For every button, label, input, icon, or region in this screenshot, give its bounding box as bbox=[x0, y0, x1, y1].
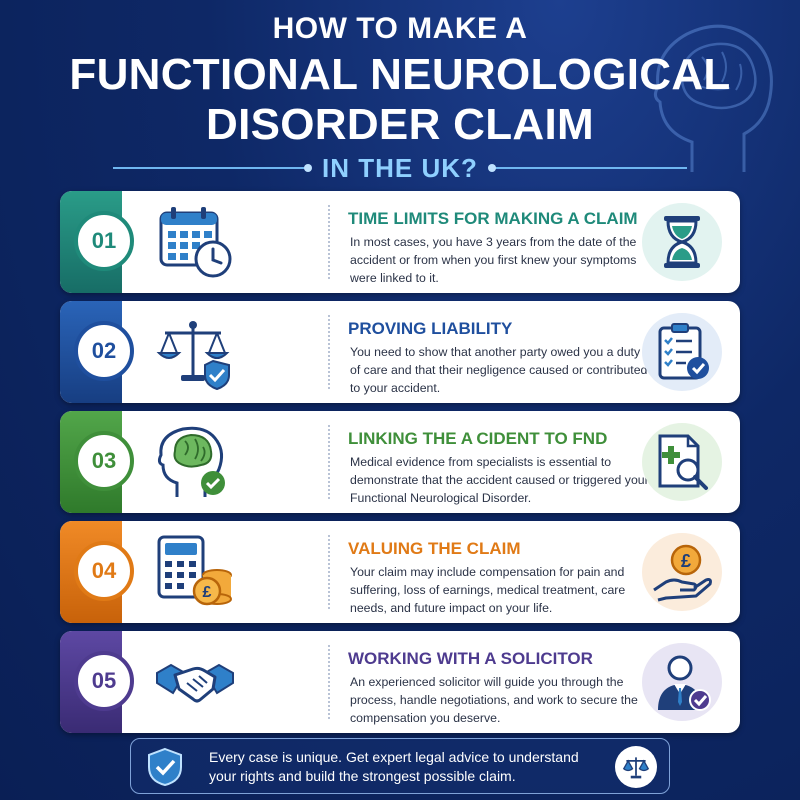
svg-text:£: £ bbox=[681, 551, 691, 571]
advice-text: Every case is unique. Get expert legal a… bbox=[209, 749, 579, 784]
step-number-badge: 05 bbox=[74, 651, 134, 711]
step-description: An experienced solicitor will guide you … bbox=[350, 675, 638, 725]
step-card-3: 03 LINKING THE A CIDENT TO FND Medical e… bbox=[60, 411, 740, 513]
card-divider bbox=[328, 425, 330, 499]
step-card-4: 04 £ VALUING THE CLAIM Your claim may in… bbox=[60, 521, 740, 623]
subtitle-row: IN THE UK? bbox=[0, 152, 800, 184]
step-title: VALUING THE CLAIM bbox=[348, 539, 521, 558]
subtitle-divider-left bbox=[113, 164, 313, 172]
calendar-clock-icon bbox=[159, 207, 232, 278]
subtitle: IN THE UK? bbox=[322, 152, 478, 183]
step-card-1: 01 TIME LIMITS FOR MAKING A CLAIM In mos… bbox=[60, 191, 740, 293]
step-icon-circle bbox=[642, 203, 722, 281]
step-icon-circle bbox=[642, 313, 722, 391]
head-brain-icon bbox=[653, 24, 773, 172]
step-title: WORKING WITH A SOLICITOR bbox=[348, 649, 593, 668]
calculator-coins-icon: £ bbox=[157, 535, 232, 606]
checklist-clipboard-icon bbox=[658, 323, 709, 380]
step-number-badge: 03 bbox=[74, 431, 134, 491]
step-description: Medical evidence from specialists is ess… bbox=[350, 455, 649, 505]
step-icon-circle bbox=[642, 643, 722, 721]
card-divider bbox=[328, 535, 330, 609]
handshake-icon bbox=[156, 663, 234, 703]
step-title: PROVING LIABILITY bbox=[348, 319, 513, 338]
card-divider bbox=[328, 205, 330, 279]
step-description: Your claim may include compensation for … bbox=[350, 565, 626, 615]
step-number-badge: 01 bbox=[74, 211, 134, 271]
step-icon-circle: £ bbox=[642, 533, 722, 611]
shield-check-icon bbox=[148, 747, 182, 787]
step-number-badge: 02 bbox=[74, 321, 134, 381]
head-brain-icon bbox=[157, 426, 225, 497]
medical-document-search-icon bbox=[658, 434, 708, 490]
step-description: In most cases, you have 3 years from the… bbox=[350, 235, 637, 285]
card-divider bbox=[328, 645, 330, 719]
step-title: LINKING THE A CIDENT TO FND bbox=[348, 429, 608, 448]
title-line-3: DISORDER CLAIM bbox=[206, 100, 594, 149]
scales-shield-icon bbox=[156, 321, 230, 391]
step-title: TIME LIMITS FOR MAKING A CLAIM bbox=[348, 209, 638, 228]
scales-icon bbox=[615, 746, 657, 788]
title-line-2: FUNCTIONAL NEUROLOGICAL bbox=[69, 50, 731, 99]
step-icon-circle bbox=[642, 423, 722, 501]
subtitle-divider-right bbox=[487, 164, 687, 172]
hand-pound-coin-icon: £ bbox=[653, 544, 712, 602]
hourglass-icon bbox=[664, 216, 700, 268]
step-description: You need to show that another party owed… bbox=[350, 345, 648, 395]
step-card-2: 02 PROVING LIABILITY You need to show th… bbox=[60, 301, 740, 403]
step-number-badge: 04 bbox=[74, 541, 134, 601]
step-card-5: 05 WORKING WITH A SOLICITOR An experienc… bbox=[60, 631, 740, 733]
advice-banner: Every case is unique. Get expert legal a… bbox=[130, 738, 670, 794]
solicitor-avatar-icon bbox=[658, 655, 711, 711]
card-divider bbox=[328, 315, 330, 389]
svg-text:£: £ bbox=[203, 584, 212, 601]
title-line-1: HOW TO MAKE A bbox=[272, 12, 528, 45]
